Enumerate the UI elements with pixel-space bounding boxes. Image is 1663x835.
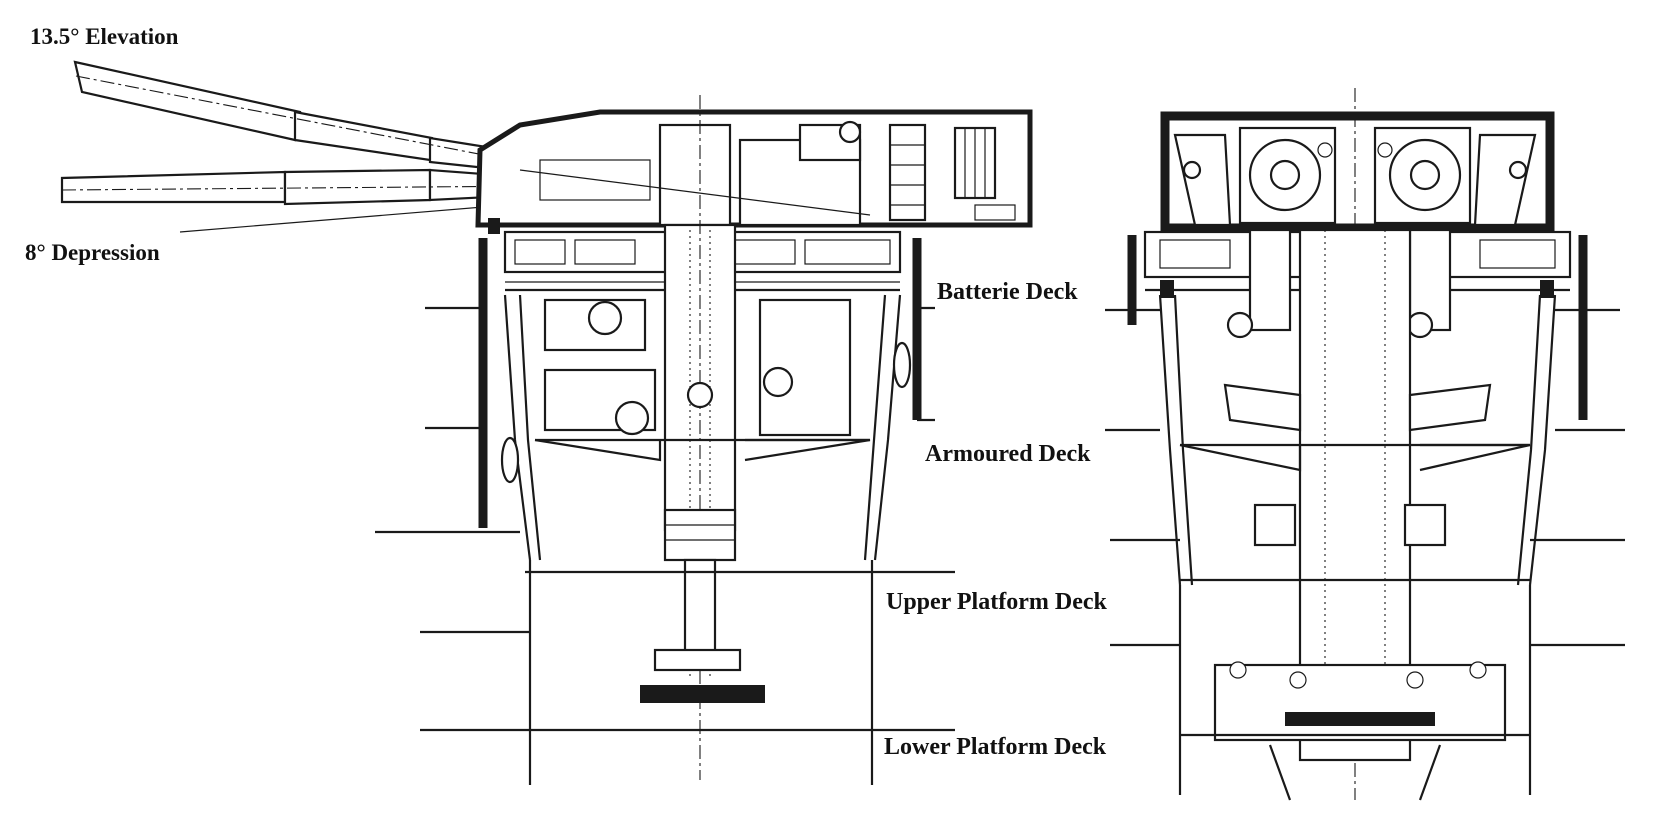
elevation-label: 13.5° Elevation [30,24,179,49]
depression-label: 8° Depression [25,240,160,265]
armoured-deck-label: Armoured Deck [925,441,1091,467]
batterie-deck-label: Batterie Deck [937,279,1078,305]
lower-platform-deck-label: Lower Platform Deck [884,734,1107,760]
front-deck-lines [1105,308,1625,795]
upper-platform-deck-label: Upper Platform Deck [886,589,1107,615]
front-gunhouse [1160,88,1555,800]
front-view [1105,88,1625,801]
side-barbette [478,238,922,561]
depressed-gun-barrel [60,168,541,233]
side-deck-lines [375,306,955,785]
front-shell-room [1213,661,1507,801]
elevated-gun-barrel [73,60,521,172]
side-gunhouse [475,109,1033,234]
side-working-chamber [534,95,871,780]
side-view [60,60,1033,785]
